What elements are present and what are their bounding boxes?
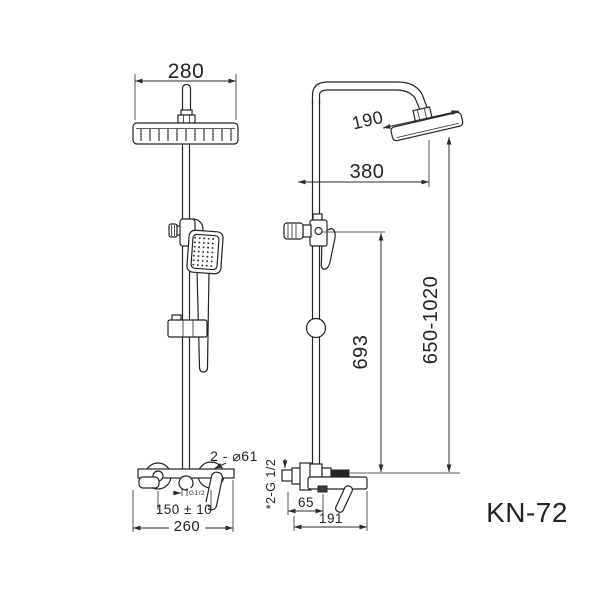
pipe-joint-ball [305, 317, 327, 339]
riser-pipe-front [181, 144, 191, 469]
slider-knob [283, 222, 304, 240]
wall-inlet-stub [281, 469, 294, 482]
mixer-side [281, 462, 368, 513]
mixer-body-side [307, 476, 368, 490]
dim-valve-centers-label: 150 ± 10 [156, 502, 212, 517]
rain-head-side [390, 106, 464, 142]
dim-arm-reach: 380 [298, 140, 430, 187]
dim-body-width: 260 [132, 480, 234, 535]
diverter-pull [317, 485, 328, 493]
dim-riser-range: 650-1020 [420, 137, 452, 472]
side-view: 190 380 693 650-102 [264, 81, 464, 531]
riser-pipe-side [311, 100, 321, 465]
lower-bracket-front [167, 314, 208, 338]
dim-head-width-label: 280 [168, 60, 205, 83]
label-escutcheon-text: 2 - ⌀61 [210, 448, 258, 464]
label-outlet-thread: G1/2 [173, 488, 206, 497]
label-outlet-thread-text: G1/2 [189, 490, 205, 497]
dim-wall-to-axis: 65 [287, 492, 324, 515]
dim-depth-label: 191 [319, 511, 343, 526]
mixer-lever-side [335, 485, 353, 513]
dim-riser-fixed: 693 [350, 233, 384, 472]
label-escutcheon: 2 - ⌀61 [210, 448, 258, 469]
dim-arm-reach-label: 380 [350, 161, 385, 183]
dim-head-width: 280 [134, 60, 237, 120]
dim-riser-range-label: 650-1020 [420, 276, 442, 365]
dim-valve-centers: 150 ± 10 [156, 490, 212, 517]
spout-front [138, 476, 160, 489]
dim-depth: 191 [293, 491, 368, 531]
dim-head-size-label: 190 [350, 107, 385, 134]
label-inlet-thread-text: *2-G 1/2 [264, 459, 278, 510]
diverter-knob [178, 475, 194, 491]
front-view: 280 [132, 60, 258, 535]
model-label: KN-72 [486, 497, 568, 528]
mixer-front [137, 461, 235, 511]
dim-riser-fixed-label: 693 [350, 335, 372, 370]
rain-head-front [132, 122, 239, 145]
hand-shower-head-front [186, 229, 224, 275]
shower-arm-side [311, 81, 429, 113]
mixer-lever-front [205, 471, 223, 511]
label-inlet-thread: *2-G 1/2 [264, 459, 288, 510]
dim-wall-to-axis-label: 65 [298, 495, 314, 510]
dim-body-width-label: 260 [174, 518, 201, 535]
arm-stub-front [177, 83, 196, 124]
slider-side [283, 213, 336, 270]
